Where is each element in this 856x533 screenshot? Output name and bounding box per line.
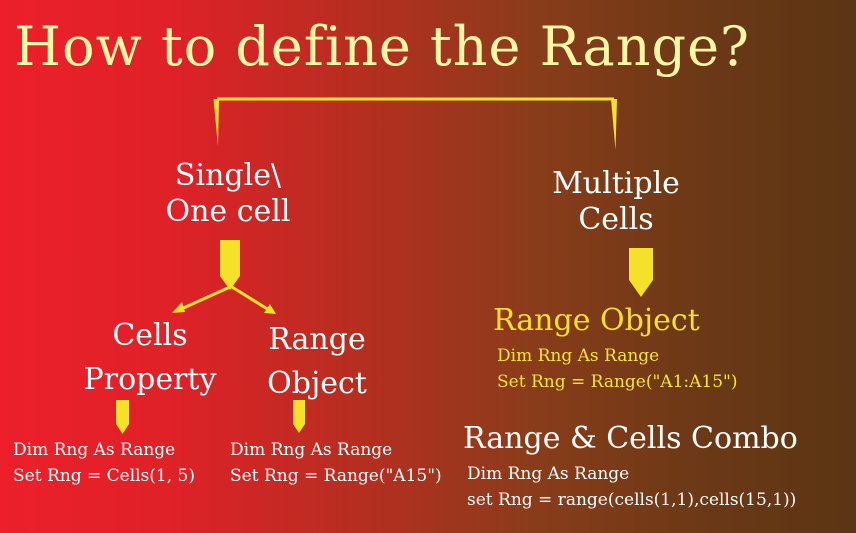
node-range-line1: Range bbox=[268, 322, 366, 357]
code-line: Dim Rng As Range bbox=[497, 346, 660, 366]
node-single-line1: Single\ bbox=[174, 158, 282, 193]
range-object-arrow bbox=[293, 400, 305, 433]
code-range-cells-combo: Dim Rng As Range set Rng = range(cells(1… bbox=[467, 461, 796, 513]
code-line: Set Rng = Range("A1:A15") bbox=[497, 372, 738, 392]
code-line: Dim Rng As Range bbox=[230, 440, 393, 460]
node-multiple-line2: Cells bbox=[578, 202, 654, 237]
code-cells-property: Dim Rng As Range Set Rng = Cells(1, 5) bbox=[13, 437, 195, 489]
split-arrow-left-head bbox=[172, 302, 185, 313]
code-range-object-multiple: Dim Rng As Range Set Rng = Range("A1:A15… bbox=[497, 343, 737, 395]
node-single-line2: One cell bbox=[165, 194, 291, 229]
node-range-object-multiple: Range Object bbox=[493, 303, 700, 338]
node-cells-line1: Cells bbox=[112, 318, 188, 353]
code-range-object-single: Dim Rng As Range Set Rng = Range("A15") bbox=[230, 437, 442, 489]
code-line: set Rng = range(cells(1,1),cells(15,1)) bbox=[467, 490, 797, 510]
page-title: How to define the Range? bbox=[14, 15, 750, 78]
code-line: Set Rng = Range("A15") bbox=[230, 466, 442, 486]
node-cells-property: Cells Property bbox=[70, 314, 230, 401]
single-down-arrow bbox=[220, 240, 240, 290]
code-line: Set Rng = Cells(1, 5) bbox=[13, 466, 195, 486]
split-arrow-right bbox=[231, 285, 270, 312]
node-range-object-single: Range Object bbox=[250, 318, 384, 405]
bracket-left-drop bbox=[213, 99, 219, 146]
node-single-one-cell: Single\ One cell bbox=[158, 158, 298, 230]
bracket-right-drop bbox=[611, 99, 617, 150]
node-multiple-cells: Multiple Cells bbox=[532, 166, 700, 238]
cells-property-arrow bbox=[116, 400, 129, 434]
split-arrow-left bbox=[178, 285, 231, 312]
multiple-down-arrow bbox=[629, 248, 653, 297]
node-range-line2: Object bbox=[267, 365, 367, 401]
split-arrow-right-head bbox=[264, 304, 276, 314]
node-multiple-line1: Multiple bbox=[552, 166, 680, 201]
code-line: Dim Rng As Range bbox=[13, 440, 176, 460]
code-line: Dim Rng As Range bbox=[467, 464, 630, 484]
node-range-cells-combo: Range & Cells Combo bbox=[463, 421, 798, 456]
node-cells-line2: Property bbox=[83, 361, 217, 397]
